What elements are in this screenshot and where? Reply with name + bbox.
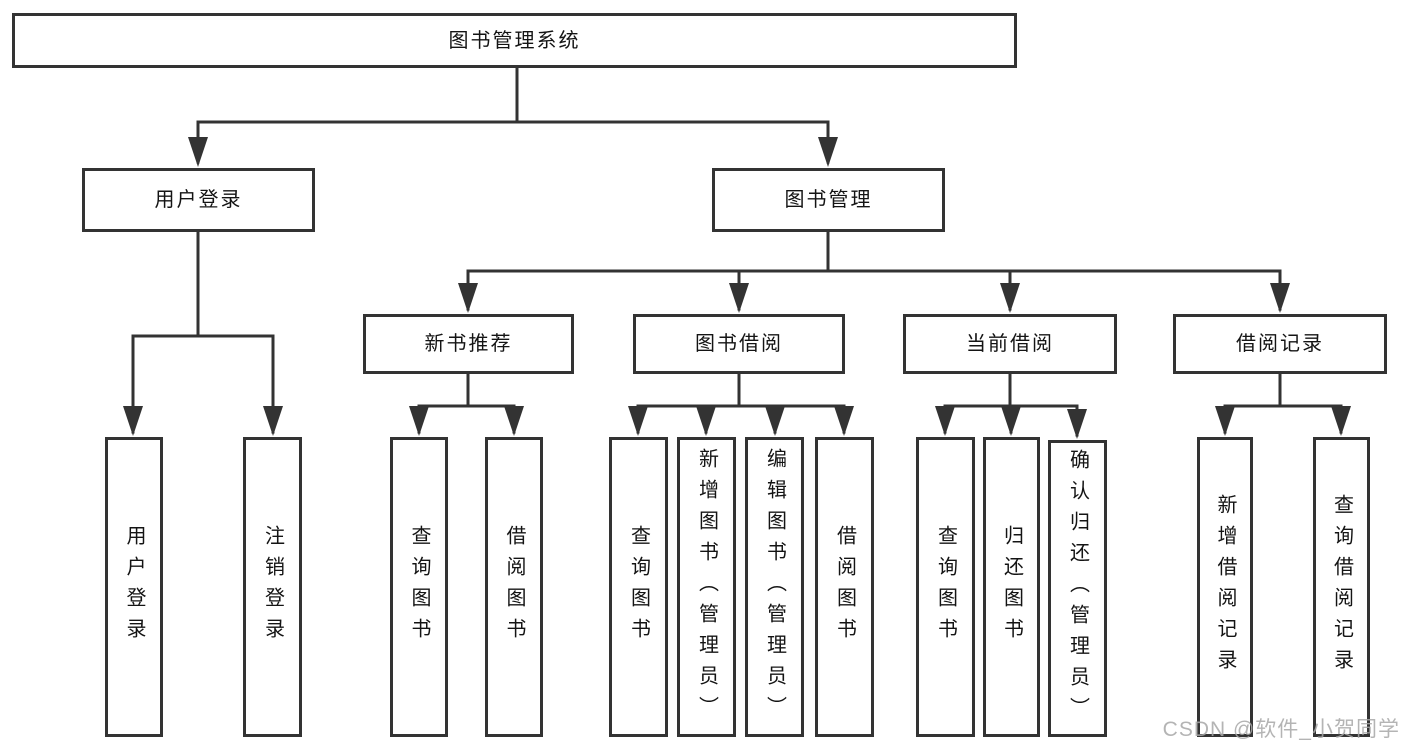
edge-borrowing-records-arrowhead	[1331, 406, 1351, 436]
edge-current-borrowing-arrowhead	[1001, 406, 1021, 436]
cb-return-books-box: 归还图书	[983, 437, 1040, 737]
br-query-record-box: 查询借阅记录	[1313, 437, 1370, 737]
edge-current-borrowing-arrowhead	[935, 406, 955, 436]
br-add-record-label: 新增借阅记录	[1214, 494, 1236, 680]
csdn-watermark: CSDN @软件_小贺同学	[1162, 718, 1400, 741]
bb-edit-books-admin-box: 编辑图书（管理员）	[745, 437, 804, 737]
logout-action-label: 注销登录	[261, 525, 284, 649]
user-login-action-box: 用户登录	[105, 437, 163, 737]
nbr-borrow-books-box: 借阅图书	[485, 437, 543, 737]
book-borrowing-label: 图书借阅	[695, 333, 783, 355]
bb-query-books-label: 查询图书	[627, 525, 650, 649]
br-query-record-label: 查询借阅记录	[1330, 494, 1353, 680]
edge-new-book-recommend-arrowhead	[409, 406, 429, 436]
system-root-label: 图书管理系统	[448, 29, 581, 52]
cb-query-books-box: 查询图书	[916, 437, 975, 737]
edge-book-management-arrowhead	[729, 283, 749, 313]
borrowing-records-box: 借阅记录	[1173, 314, 1387, 374]
edge-current-borrowing-arrowhead	[1067, 409, 1087, 439]
logout-action-box: 注销登录	[243, 437, 302, 737]
current-borrowing-label: 当前借阅	[966, 333, 1054, 355]
edge-book-borrowing-arrowhead	[696, 406, 716, 436]
nbr-query-books-box: 查询图书	[390, 437, 448, 737]
cb-return-books-label: 归还图书	[1000, 525, 1023, 649]
book-management-branch-box: 图书管理	[712, 168, 945, 232]
user-login-branch-label: 用户登录	[154, 189, 243, 211]
system-root-box: 图书管理系统	[12, 13, 1017, 68]
edge-book-management-arrowhead	[1000, 283, 1020, 313]
bb-add-books-admin-label: 新增图书（管理员）	[695, 447, 718, 727]
new-book-recommend-box: 新书推荐	[363, 314, 574, 374]
edge-book-borrowing-arrowhead	[834, 406, 854, 436]
current-borrowing-box: 当前借阅	[903, 314, 1117, 374]
cb-query-books-label: 查询图书	[934, 525, 957, 649]
edge-user-login-arrowhead	[263, 406, 283, 436]
br-add-record-box: 新增借阅记录	[1197, 437, 1253, 737]
borrowing-records-label: 借阅记录	[1236, 333, 1324, 355]
book-management-branch-label: 图书管理	[784, 189, 873, 211]
new-book-recommend-label: 新书推荐	[424, 333, 513, 355]
edge-user-login-arrowhead	[123, 406, 143, 436]
bb-add-books-admin-box: 新增图书（管理员）	[677, 437, 736, 737]
edge-book-borrowing-arrowhead	[765, 406, 785, 436]
user-login-action-label: 用户登录	[123, 525, 145, 649]
cb-confirm-return-admin-box: 确认归还（管理员）	[1048, 440, 1107, 737]
book-borrowing-box: 图书借阅	[633, 314, 845, 374]
bb-query-books-box: 查询图书	[609, 437, 668, 737]
edge-root-arrowhead	[818, 137, 838, 167]
edge-new-book-recommend-arrowhead	[504, 406, 524, 436]
bb-borrow-books-label: 借阅图书	[833, 525, 856, 649]
edge-borrowing-records-arrowhead	[1215, 406, 1235, 436]
user-login-branch-box: 用户登录	[82, 168, 315, 232]
bb-edit-books-admin-label: 编辑图书（管理员）	[763, 447, 786, 727]
cb-confirm-return-admin-label: 确认归还（管理员）	[1066, 449, 1089, 728]
nbr-query-books-label: 查询图书	[408, 525, 430, 649]
edge-book-management-arrowhead	[1270, 283, 1290, 313]
bb-borrow-books-box: 借阅图书	[815, 437, 874, 737]
edge-book-borrowing-arrowhead	[628, 406, 648, 436]
edge-root-arrowhead	[188, 137, 208, 167]
nbr-borrow-books-label: 借阅图书	[503, 525, 525, 649]
edge-book-management-arrowhead	[458, 283, 478, 313]
